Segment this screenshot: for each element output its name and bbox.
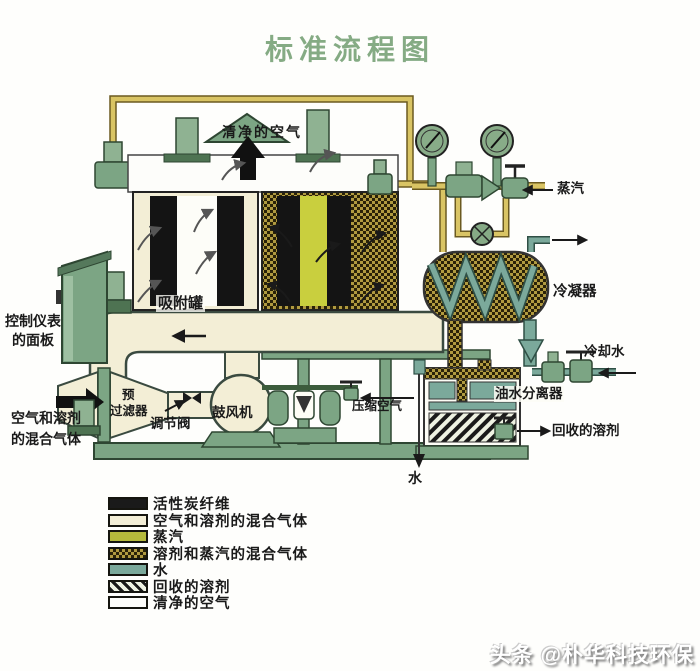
carbon-fiber-bed [150,196,177,306]
watermark: 头条 @朴华科技环保 [489,644,694,667]
label-cooling-water: 冷却水 [584,344,625,359]
clean-air-arrow [231,136,265,180]
label-adsorption-tank: 吸附罐 [156,295,206,313]
steam-column [300,196,327,306]
adsorber-header [127,109,399,193]
label-inlet-gas: 空气和溶剂 的混合气体 [11,410,81,447]
carbon-fiber-bed [217,196,244,306]
legend-item: 活性炭纤维 [108,497,308,513]
label-control-panel: 控制仪表 的面板 [5,313,61,348]
label-recovered-solvent: 回收的溶剂 [552,423,620,438]
legend-item: 溶剂和蒸汽的混合气体 [108,546,308,563]
label-steam: 蒸汽 [557,181,584,196]
drain-valve [494,423,514,440]
label-oil-water-separator: 油水分离器 [494,386,564,402]
legend-item: 回收的溶剂 [108,579,308,596]
label-prefilter-1: 预 [122,388,135,402]
label-compressed-air: 压缩空气 [352,399,403,413]
legend: 活性炭纤维 空气和溶剂的混合气体 蒸汽 溶剂和蒸汽的混合气体 水 回收的溶剂 清… [108,497,308,613]
steam-valve-station [415,124,553,246]
legend-swatch-carbon-fiber [108,497,148,511]
right-adsorber [261,159,399,311]
condenser [422,234,589,371]
legend-swatch-solvent-steam-mix [108,546,148,560]
label-regulating-valve: 调节阀 [150,416,191,431]
legend-swatch-water [108,563,148,577]
legend-item: 蒸汽 [108,530,308,546]
oil-water-separator [415,359,552,460]
legend-swatch-air-solvent-mix [108,513,148,527]
carbon-fiber-bed [277,196,300,306]
legend-swatch-recovered-solvent [108,579,148,593]
label-clean-air: 清净的空气 [222,124,302,140]
compressed-air-unit [262,380,414,444]
regulating-valve [164,392,201,412]
label-prefilter-2: 过滤器 [110,404,148,418]
legend-swatch-clean-air [108,596,148,610]
condensate-pipe [447,319,463,371]
legend-swatch-steam [108,530,148,544]
water-drain [413,359,426,468]
legend-item: 空气和溶剂的混合气体 [108,513,308,530]
water-arrow [413,454,425,468]
control-panel [56,250,112,364]
cooling-coil [428,256,537,319]
left-adsorber [132,191,259,311]
blower [200,351,282,448]
label-blower: 鼓风机 [212,405,253,420]
cooling-water-line [532,350,636,383]
page-title: 标准流程图 [264,35,435,66]
legend-item: 水 [108,563,308,579]
label-water: 水 [408,470,422,486]
carbon-fiber-bed [327,196,351,306]
label-condenser: 冷凝器 [553,284,597,300]
legend-item: 清净的空气 [108,596,308,612]
